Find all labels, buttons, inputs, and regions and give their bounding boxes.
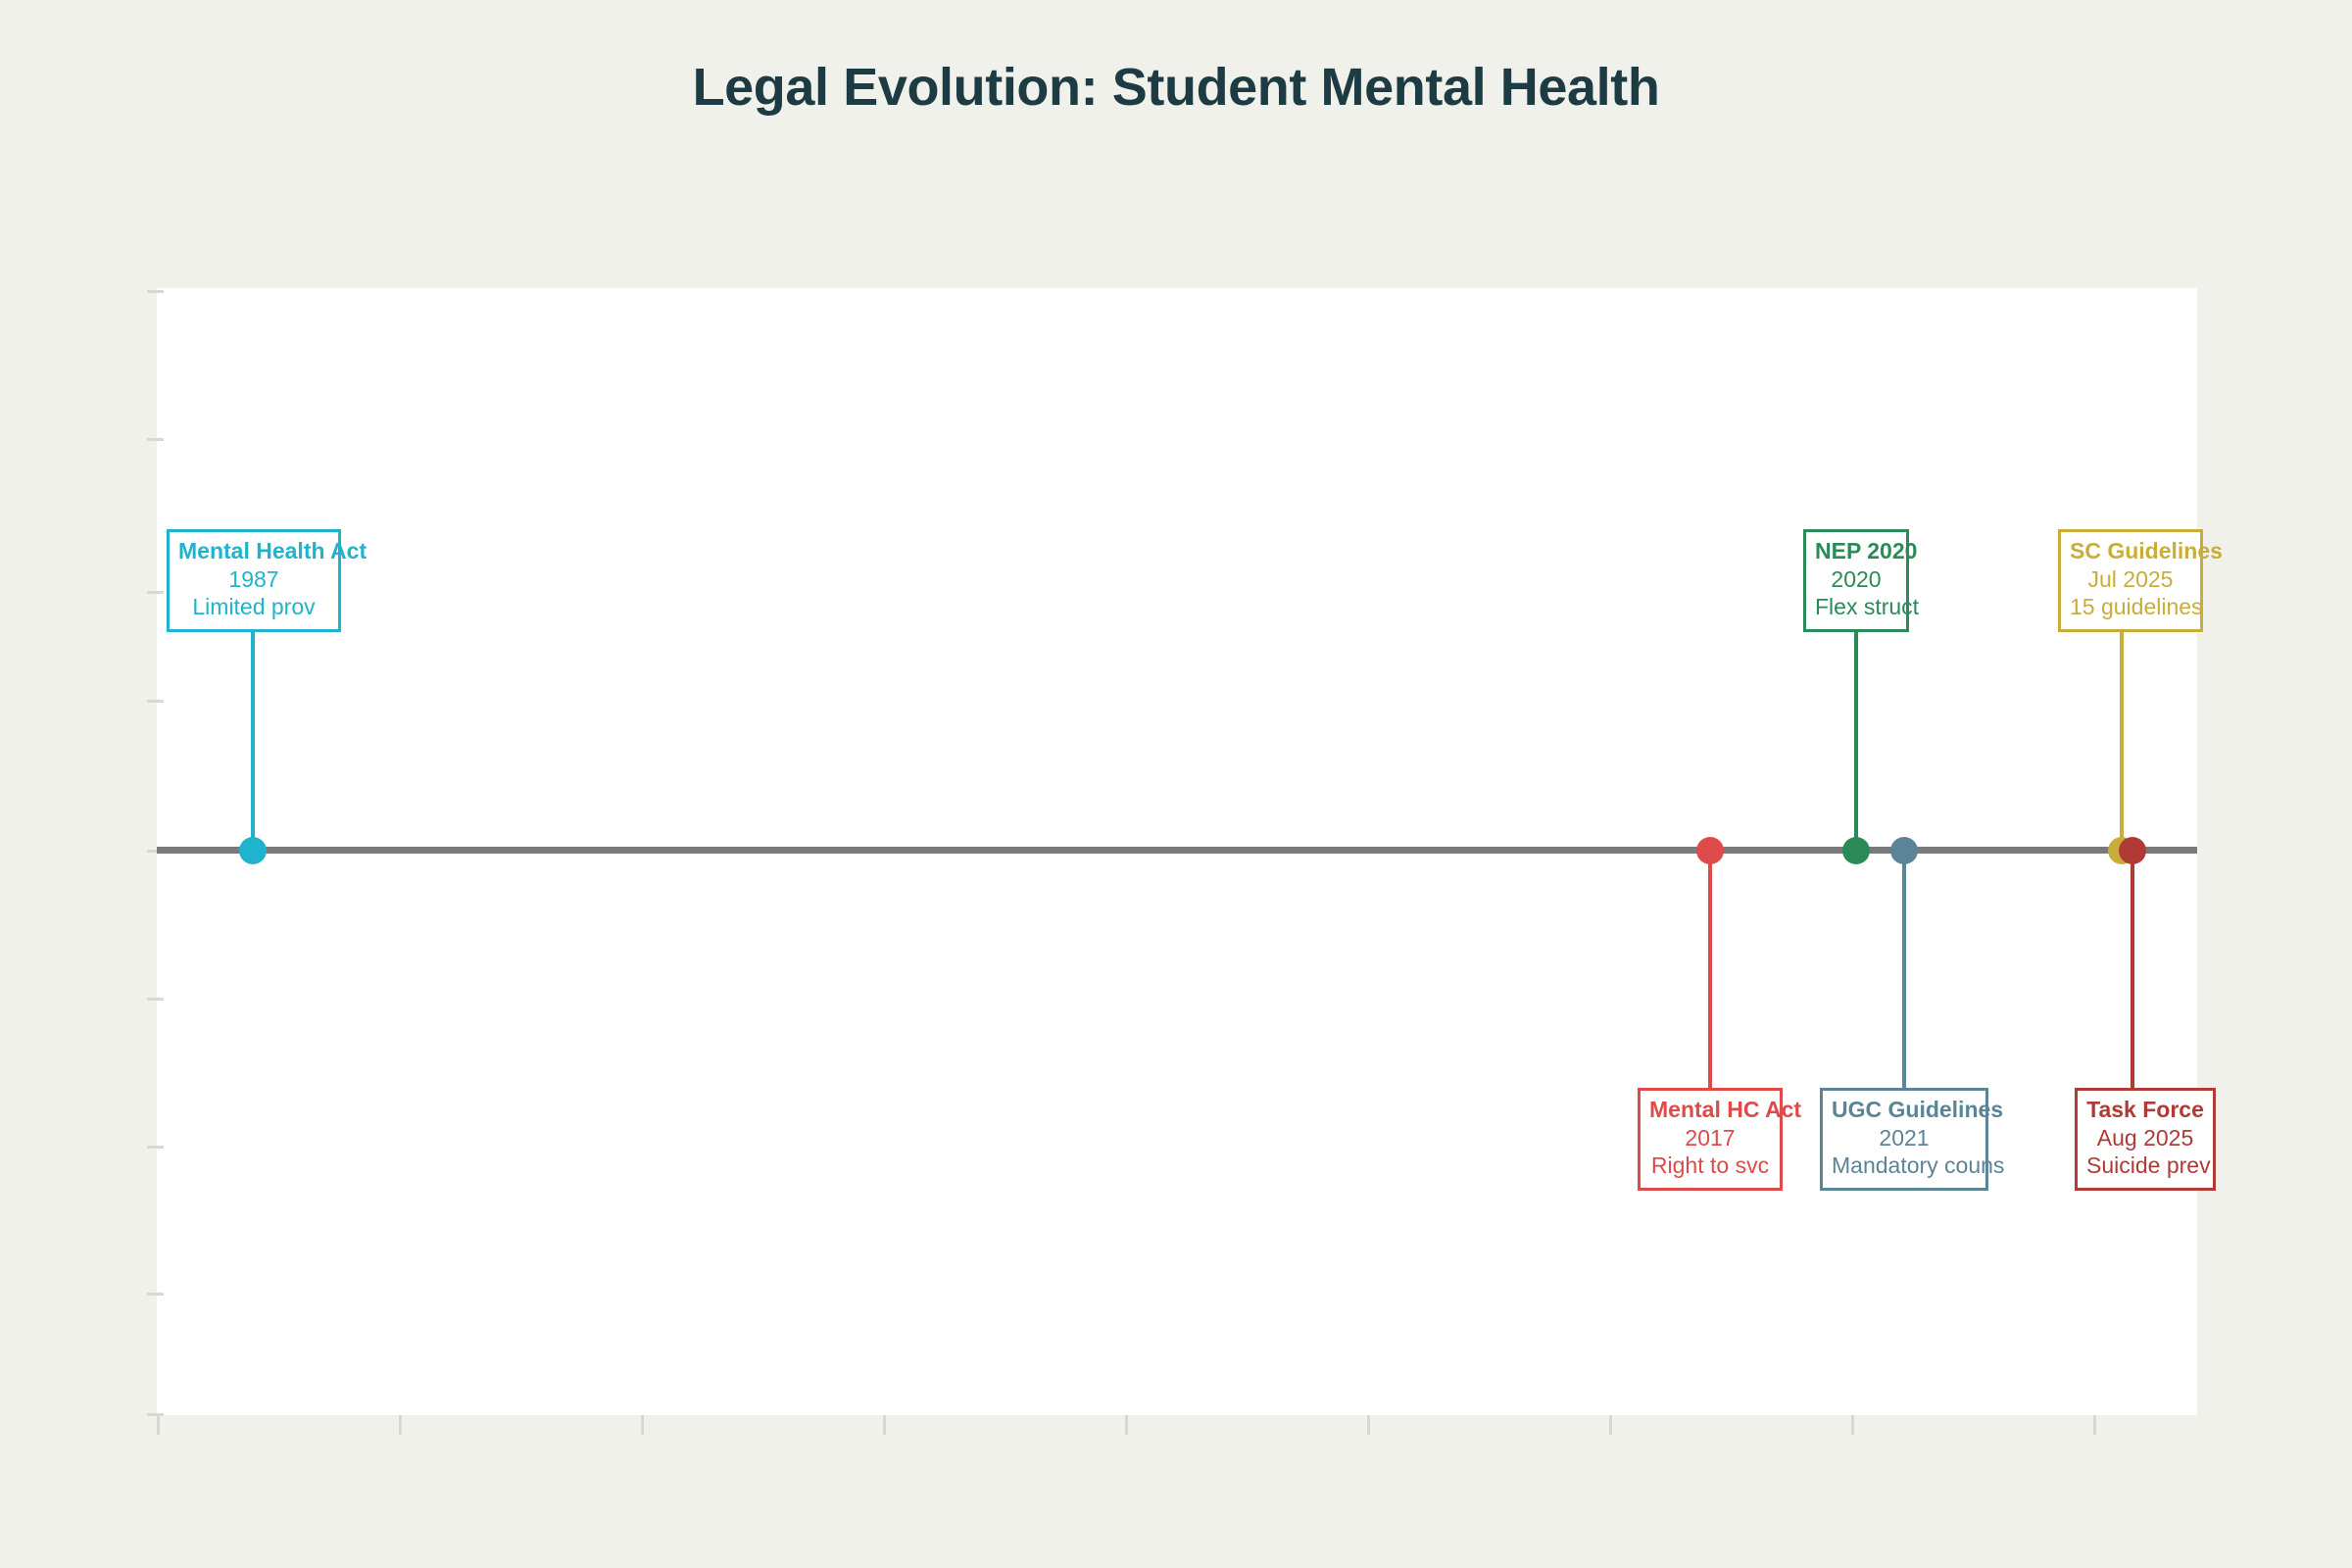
- y-axis-tick: [147, 998, 164, 1001]
- x-axis-tick: [1367, 1415, 1370, 1435]
- event-title: Task Force: [2086, 1097, 2204, 1122]
- event-detail: Limited prov: [192, 594, 316, 620]
- event-stem-line: [2120, 627, 2124, 851]
- y-axis-tick: [147, 438, 164, 441]
- event-detail: Suicide prev: [2086, 1152, 2211, 1179]
- event-detail: Flex struct: [1815, 594, 1920, 620]
- event-marker-dot[interactable]: [239, 837, 267, 864]
- event-detail: Mandatory couns: [1832, 1152, 2005, 1179]
- event-detail: Right to svc: [1650, 1152, 1770, 1179]
- event-title: Mental Health Act: [178, 538, 368, 564]
- x-axis-tick: [641, 1415, 644, 1435]
- event-marker-dot[interactable]: [1696, 837, 1724, 864]
- y-axis-tick: [147, 290, 164, 293]
- event-marker-dot[interactable]: [2119, 837, 2146, 864]
- x-axis-tick: [2093, 1415, 2096, 1435]
- event-detail: 15 guidelines: [2070, 594, 2203, 620]
- event-title: SC Guidelines: [2070, 538, 2223, 564]
- event-date: 2017: [1685, 1124, 1736, 1151]
- page-title: Legal Evolution: Student Mental Health: [692, 58, 1660, 117]
- event-stem-line: [1902, 851, 1906, 1088]
- event-title: UGC Guidelines: [1832, 1097, 2004, 1122]
- x-axis-tick: [883, 1415, 886, 1435]
- event-date: Jul 2025: [2087, 565, 2174, 592]
- y-axis-tick: [147, 1146, 164, 1149]
- x-axis-tick: [157, 1415, 160, 1435]
- event-title: NEP 2020: [1815, 538, 1918, 564]
- event-stem-line: [251, 627, 255, 851]
- y-axis-tick: [147, 591, 164, 594]
- event-date: Aug 2025: [2096, 1124, 2194, 1151]
- event-date: 2020: [1831, 565, 1882, 592]
- y-axis-tick: [147, 850, 164, 853]
- y-axis-tick: [147, 700, 164, 703]
- x-axis-tick: [1609, 1415, 1612, 1435]
- event-date: 1987: [228, 565, 279, 592]
- event-stem-line: [1854, 627, 1858, 851]
- x-axis-tick: [1125, 1415, 1128, 1435]
- event-title: Mental HC Act: [1649, 1097, 1802, 1122]
- timeline-axis-line: [157, 847, 2197, 854]
- event-date: 2021: [1879, 1124, 1930, 1151]
- x-axis-tick: [1851, 1415, 1854, 1435]
- event-stem-line: [2131, 851, 2134, 1088]
- event-stem-line: [1708, 851, 1712, 1088]
- event-marker-dot[interactable]: [1842, 837, 1870, 864]
- y-axis-tick: [147, 1293, 164, 1296]
- y-axis-tick: [147, 1413, 164, 1416]
- x-axis-tick: [399, 1415, 402, 1435]
- event-marker-dot[interactable]: [1890, 837, 1918, 864]
